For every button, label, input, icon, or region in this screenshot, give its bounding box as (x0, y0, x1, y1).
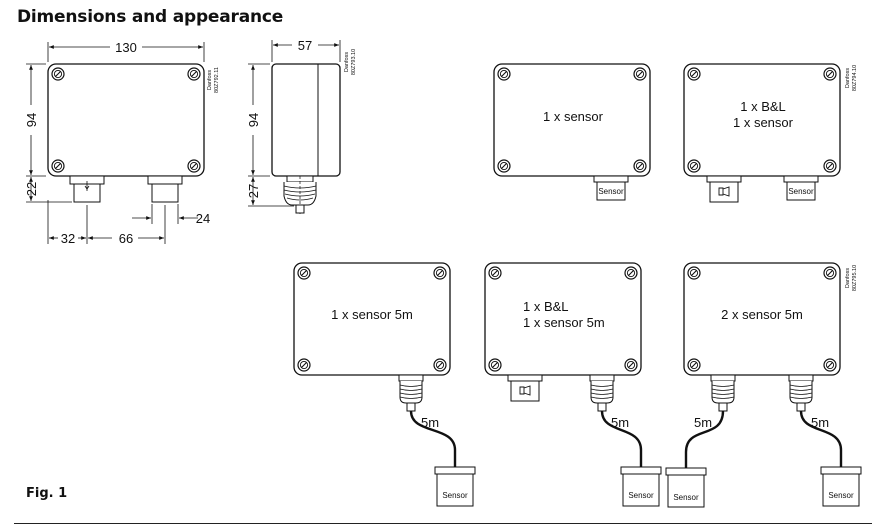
front-code: Danfoss 80Z792.11 (207, 67, 220, 93)
variant-bl-sensor-5m-cable: 5m (611, 415, 629, 430)
variant-bl-sensor-5m-line1: 1 x B&L (523, 299, 569, 314)
svg-text:80Z795.10: 80Z795.10 (852, 265, 858, 291)
variant-two-sensor-5m-probe-a: Sensor (673, 493, 699, 502)
side-code: Danfoss 80Z793.10 (344, 49, 357, 75)
variant-one-sensor-5m: 1 x sensor 5m 5m Sensor (293, 262, 476, 507)
variant-one-sensor-5m-cable: 5m (421, 415, 439, 430)
variant-bl-sensor-5m-probe: Sensor (628, 491, 654, 500)
svg-text:Danfoss: Danfoss (207, 70, 213, 90)
dimension-height-side: 94 (246, 63, 270, 177)
dim-height-front-label: 94 (24, 113, 39, 127)
svg-text:Danfoss: Danfoss (845, 268, 851, 288)
front-view (47, 63, 205, 203)
variant-one-sensor: 1 x sensor Sensor (493, 63, 651, 201)
dimension-gland-front: 22 (24, 177, 72, 203)
side-view (271, 63, 341, 214)
variant-bl-sensor-5m: 1 x B&L 1 x sensor 5m 5m Sensor (484, 262, 662, 507)
bottom-right-code: Danfoss 80Z795.10 (845, 265, 858, 291)
dimension-depth: 57 (271, 38, 341, 62)
variant-one-sensor-connector: Sensor (598, 187, 624, 196)
dimension-bottom: 32 66 (47, 200, 166, 246)
figure-label: Fig. 1 (26, 486, 68, 501)
bottom-divider (14, 523, 872, 524)
variant-one-sensor-label: 1 x sensor (543, 109, 604, 124)
variant-two-sensor-5m-cable-b: 5m (811, 415, 829, 430)
variant-bl-sensor-line1: 1 x B&L (740, 99, 786, 114)
svg-text:Danfoss: Danfoss (845, 68, 851, 88)
page-heading: Dimensions and appearance (17, 7, 284, 27)
dim-gland-side-label: 27 (246, 184, 261, 198)
variant-bl-sensor-5m-line2: 1 x sensor 5m (523, 315, 605, 330)
variant-two-sensor-5m: 2 x sensor 5m 5m 5m Sensor Sensor (665, 262, 862, 508)
svg-text:80Z792.11: 80Z792.11 (214, 67, 220, 93)
variant-two-sensor-5m-cable-a: 5m (694, 415, 712, 430)
variant-bl-sensor: 1 x B&L 1 x sensor Sensor (683, 63, 841, 203)
variant-one-sensor-5m-label: 1 x sensor 5m (331, 307, 413, 322)
svg-text:80Z794.10: 80Z794.10 (852, 65, 858, 91)
dimension-height-front: 94 (24, 63, 46, 177)
variant-two-sensor-5m-label: 2 x sensor 5m (721, 307, 803, 322)
dim-height-side-label: 94 (246, 113, 261, 127)
dimension-gland-width: 24 (132, 204, 210, 226)
variant-two-sensor-5m-probe-b: Sensor (828, 491, 854, 500)
svg-text:Danfoss: Danfoss (344, 52, 350, 72)
dim-gland-front-label: 22 (24, 182, 39, 196)
top-right-code: Danfoss 80Z794.10 (845, 65, 858, 91)
dim-offset-label: 32 (61, 231, 75, 246)
dim-spacing-label: 66 (119, 231, 133, 246)
dim-depth-label: 57 (298, 38, 312, 53)
variant-one-sensor-5m-probe: Sensor (442, 491, 468, 500)
dim-gland-width-label: 24 (196, 211, 210, 226)
dim-width-label: 130 (115, 40, 137, 55)
variant-bl-sensor-connector: Sensor (788, 187, 814, 196)
variant-bl-sensor-line2: 1 x sensor (733, 115, 794, 130)
svg-text:80Z793.10: 80Z793.10 (351, 49, 357, 75)
dimension-width: 130 (47, 40, 205, 62)
dimension-gland-side: 27 (246, 177, 294, 207)
